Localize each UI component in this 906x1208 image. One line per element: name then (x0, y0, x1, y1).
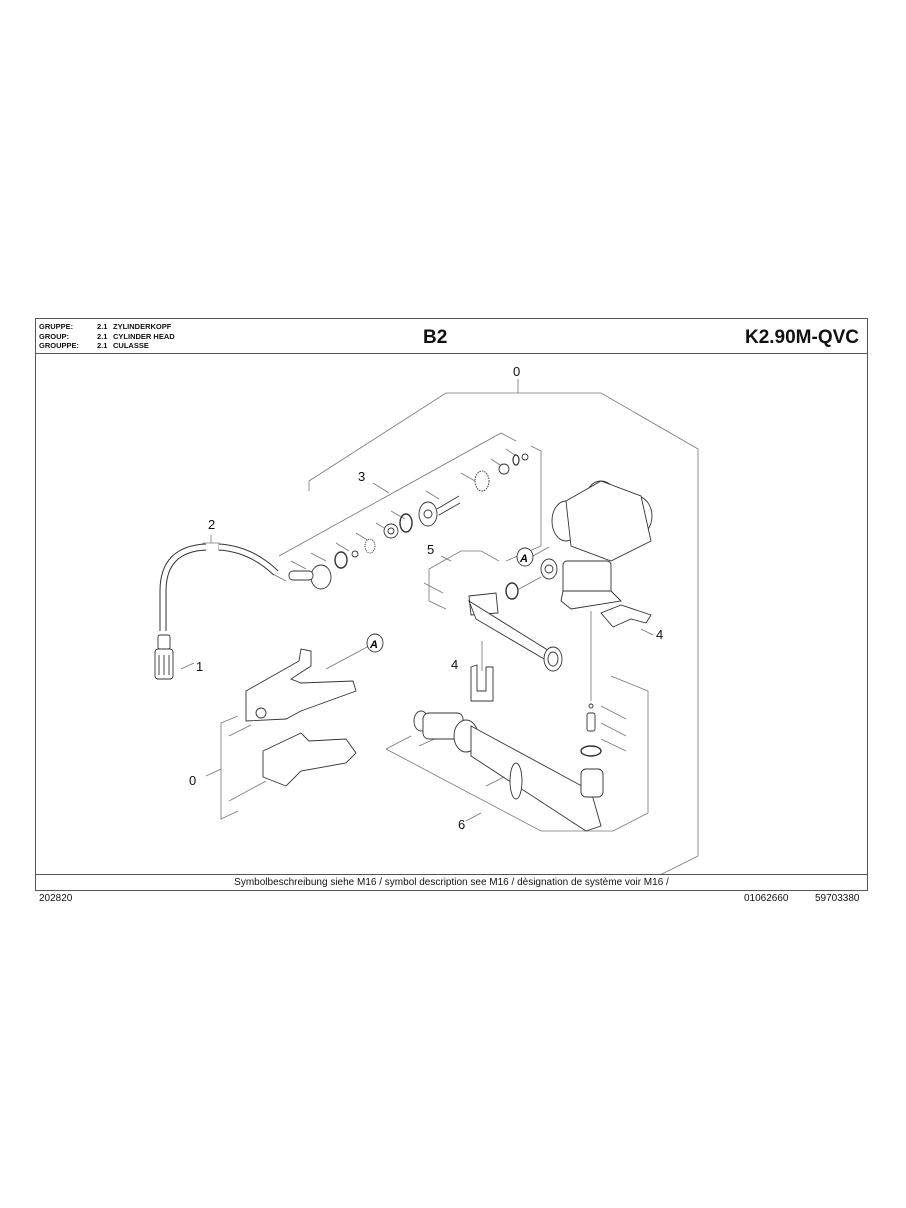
part-number: 59703380 (815, 893, 860, 904)
reference-a-2: A (369, 639, 378, 651)
sheet-code: B2 (423, 327, 448, 348)
callout-3: 3 (358, 469, 365, 484)
group-key: GROUP: (39, 331, 69, 341)
group-key: GROUPPE: (39, 341, 80, 350)
reference-a-1: A (519, 553, 528, 565)
hose-part (159, 543, 207, 631)
group-line-de: GRUPPE: 2.1 ZYLINDERKOPF (39, 322, 175, 332)
callout-4-right: 4 (656, 627, 663, 642)
callout-0: 0 (513, 364, 520, 379)
group-number: 2.1 (97, 322, 108, 331)
outlet-part (468, 582, 563, 672)
callout-4-center: 4 (451, 657, 458, 672)
reference-a-circle (366, 633, 384, 653)
drawing-sheet: GRUPPE: 2.1 ZYLINDERKOPF GROUP: 2.1 CYLI… (35, 318, 868, 891)
group-labels: GRUPPE: 2.1 ZYLINDERKOPF GROUP: 2.1 CYLI… (39, 322, 175, 351)
group-line-en: GROUP: 2.1 CYLINDER HEAD (39, 332, 175, 342)
callout-1: 1 (196, 659, 203, 674)
callout-0-lower: 0 (189, 773, 196, 788)
group-key: GRUPPE: (39, 322, 74, 331)
clip-part (470, 664, 494, 702)
valve-body-part (540, 480, 653, 610)
callout-5: 5 (427, 542, 434, 557)
group-name: ZYLINDERKOPF (113, 322, 172, 331)
parts (154, 453, 653, 832)
exploded-view-drawing: 0 0 1 2 3 4 4 5 6 A A (154, 364, 699, 875)
document-number: 01062660 (744, 893, 789, 904)
clip-part (600, 604, 652, 628)
group-line-fr: GROUPPE: 2.1 CULASSE (39, 341, 175, 351)
reference-markers: A A (366, 547, 534, 653)
filter-part (157, 634, 171, 650)
group-number: 2.1 (97, 331, 108, 341)
bracket-part (245, 648, 357, 787)
pump-pipe-part (413, 703, 604, 832)
page-id: 202820 (39, 893, 73, 904)
sheet-header: GRUPPE: 2.1 ZYLINDERKOPF GROUP: 2.1 CYLI… (36, 319, 867, 354)
callout-6: 6 (458, 817, 465, 832)
group-name: CULASSE (113, 341, 149, 350)
callout-labels: 0 0 1 2 3 4 4 5 6 (189, 364, 663, 832)
leader-lines (180, 379, 699, 875)
reference-a-circle (516, 547, 534, 567)
model-number: K2.90M-QVC (744, 327, 859, 348)
symbol-description-note: Symbolbeschreibung siehe M16 / symbol de… (36, 874, 867, 890)
group-name: CYLINDER HEAD (113, 331, 175, 341)
callout-2: 2 (208, 517, 215, 532)
group-number: 2.1 (97, 341, 108, 350)
